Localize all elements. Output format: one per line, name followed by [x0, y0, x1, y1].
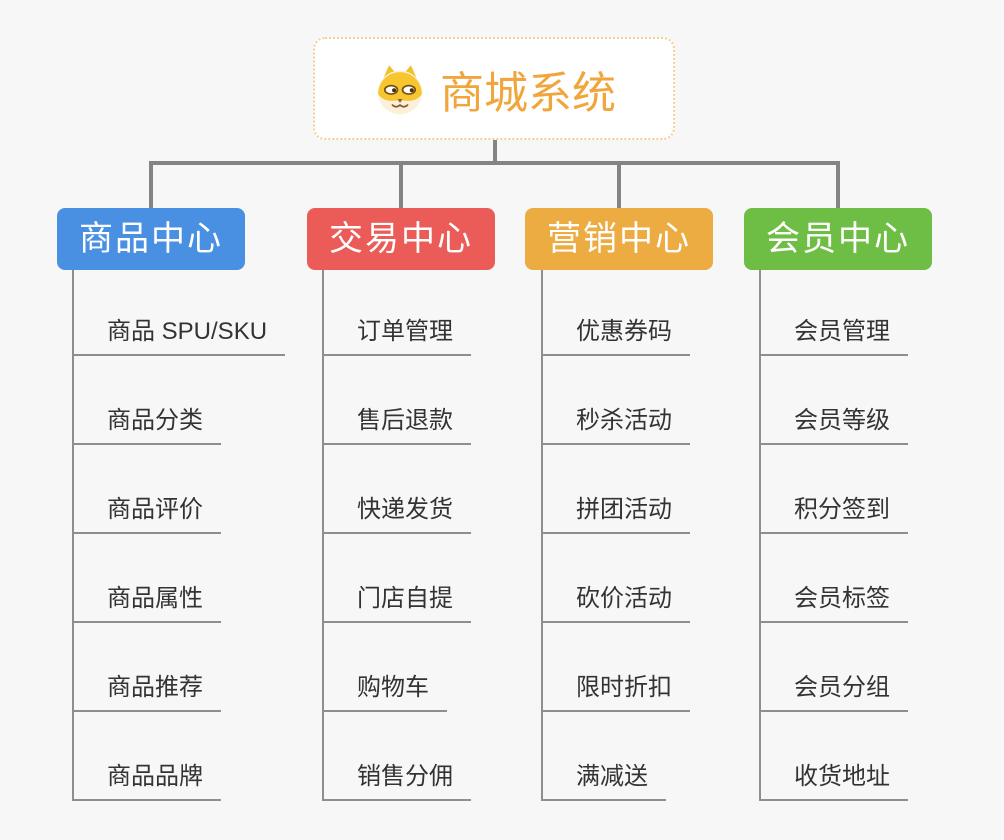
- leaf-node[interactable]: 会员分组: [759, 668, 908, 712]
- leaf-node[interactable]: 限时折扣: [541, 668, 690, 712]
- branch-rail-marketing: [541, 270, 543, 801]
- branch-node-product-center[interactable]: 商品中心: [57, 208, 245, 270]
- leaf-node[interactable]: 快递发货: [322, 490, 471, 534]
- leaf-node[interactable]: 门店自提: [322, 579, 471, 623]
- leaf-node[interactable]: 满减送: [541, 757, 666, 801]
- connector-drop-marketing: [617, 161, 621, 208]
- connector-drop-product: [149, 161, 153, 208]
- leaf-node[interactable]: 会员标签: [759, 579, 908, 623]
- leaf-node[interactable]: 会员管理: [759, 312, 908, 356]
- dog-icon: [378, 64, 422, 114]
- leaf-node[interactable]: 砍价活动: [541, 579, 690, 623]
- leaf-node[interactable]: 商品评价: [72, 490, 221, 534]
- root-title: 商城系统: [440, 68, 616, 118]
- leaf-node[interactable]: 会员等级: [759, 401, 908, 445]
- leaf-node[interactable]: 收货地址: [759, 757, 908, 801]
- leaf-node[interactable]: 销售分佣: [322, 757, 471, 801]
- leaf-node[interactable]: 订单管理: [322, 312, 471, 356]
- root-node[interactable]: 商城系统: [313, 37, 675, 140]
- branch-rail-product: [72, 270, 74, 801]
- leaf-node[interactable]: 积分签到: [759, 490, 908, 534]
- leaf-node[interactable]: 售后退款: [322, 401, 471, 445]
- leaf-node[interactable]: 商品品牌: [72, 757, 221, 801]
- branch-rail-member: [759, 270, 761, 801]
- connector-drop-member: [836, 161, 840, 208]
- leaf-node[interactable]: 拼团活动: [541, 490, 690, 534]
- branch-node-member-center[interactable]: 会员中心: [744, 208, 932, 270]
- leaf-node[interactable]: 商品属性: [72, 579, 221, 623]
- leaf-node[interactable]: 商品 SPU/SKU: [72, 312, 286, 356]
- branch-node-marketing-center[interactable]: 营销中心: [525, 208, 713, 270]
- leaf-node[interactable]: 商品分类: [72, 401, 221, 445]
- leaf-node[interactable]: 秒杀活动: [541, 401, 690, 445]
- branch-node-trade-center[interactable]: 交易中心: [307, 208, 495, 270]
- connector-bus-line: [149, 161, 840, 165]
- leaf-node[interactable]: 购物车: [322, 668, 447, 712]
- connector-drop-trade: [399, 161, 403, 208]
- leaf-node[interactable]: 优惠券码: [541, 312, 690, 356]
- connector-root-stub: [493, 140, 497, 165]
- branch-rail-trade: [322, 270, 324, 801]
- leaf-node[interactable]: 商品推荐: [72, 668, 221, 712]
